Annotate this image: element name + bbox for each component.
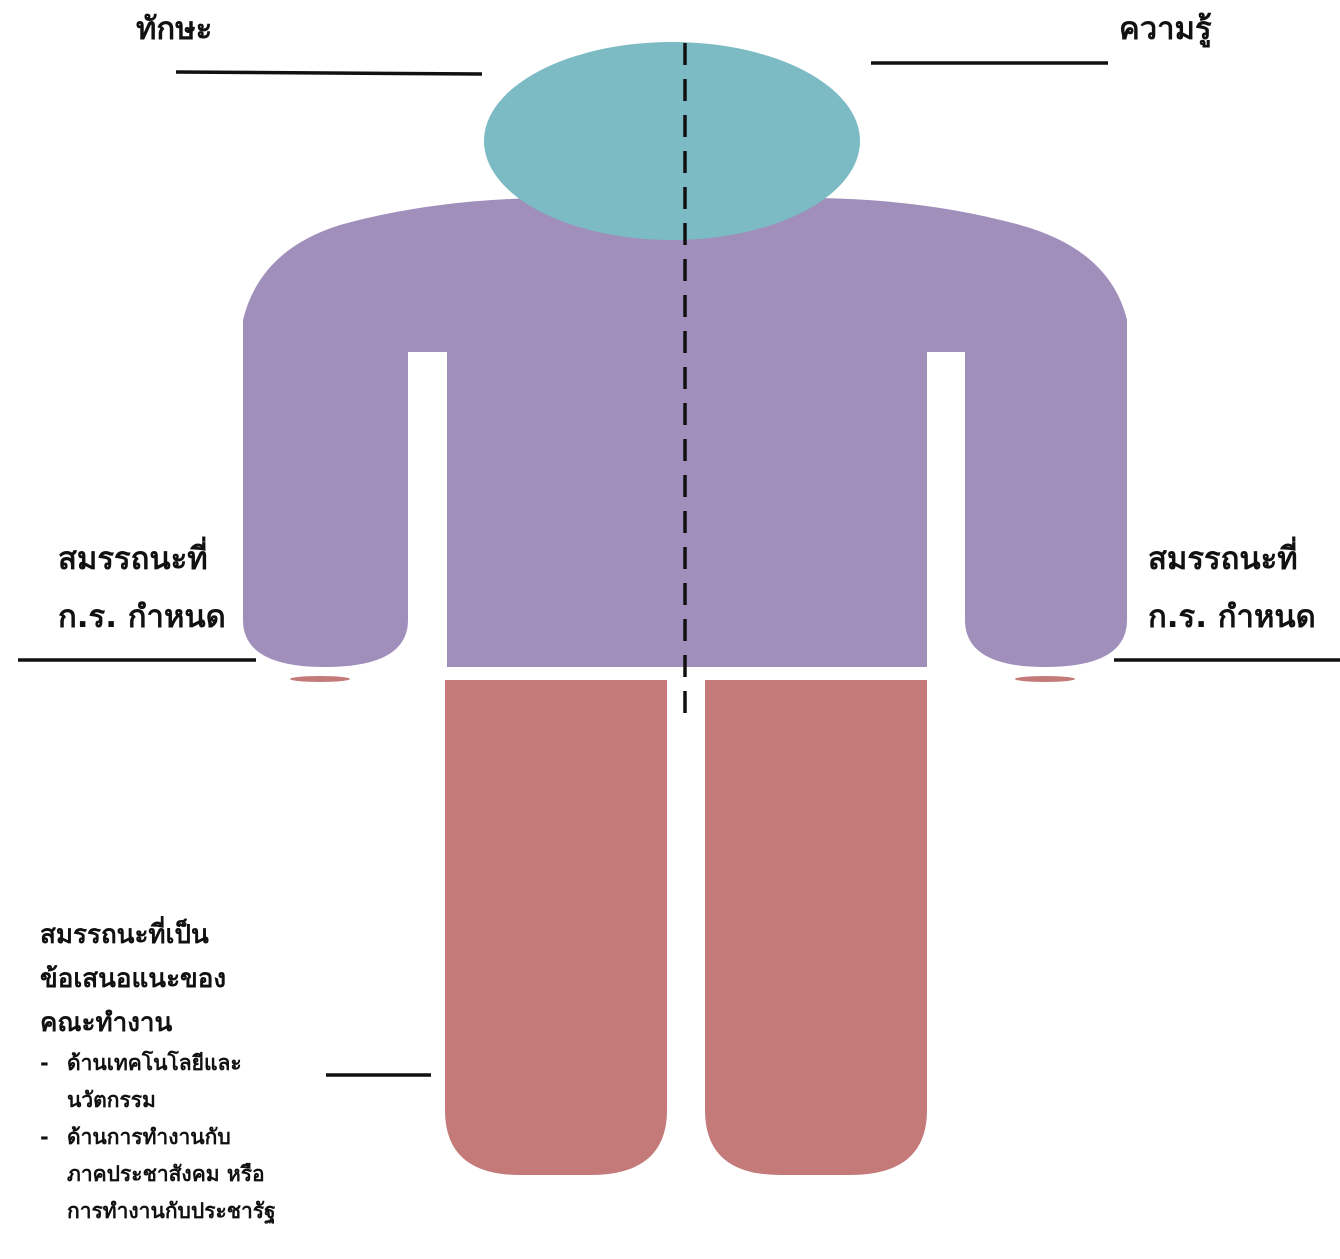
label-knowledge: ความรู้ <box>1119 14 1212 45</box>
left-leg <box>445 680 667 1175</box>
right-hand-accent <box>1015 676 1075 682</box>
bullet-text-line: ด้านเทคโนโลยีและ <box>67 1045 277 1082</box>
working-group-title-line-2: ข้อเสนอแนะของ <box>40 957 280 1001</box>
working-group-title-line-3: คณะทำงาน <box>40 1001 280 1045</box>
left-hand-accent <box>290 676 350 682</box>
bullet-marker: - <box>40 1045 49 1082</box>
bullet-text-line: ภาคประชาสังคม หรือ <box>67 1156 277 1193</box>
right-competency-line-1: สมรรถนะที่ <box>1148 530 1316 588</box>
right-leg <box>705 680 927 1175</box>
skill-pointer-line <box>176 72 482 74</box>
bullet-text-line: ด้านการทำงานกับ <box>67 1119 277 1156</box>
left-competency-line-2: ก.ร. กำหนด <box>58 588 226 646</box>
label-left-competency: สมรรถนะที่ ก.ร. กำหนด <box>58 530 226 646</box>
bullet-technology-innovation: - ด้านเทคโนโลยีและ นวัตกรรม <box>40 1045 280 1119</box>
working-group-bullet-list: - ด้านเทคโนโลยีและ นวัตกรรม - ด้านการทำง… <box>40 1045 280 1230</box>
bullet-text-line: การทำงานกับประชารัฐ <box>67 1193 277 1230</box>
bullet-text-line: นวัตกรรม <box>67 1082 277 1119</box>
right-competency-line-2: ก.ร. กำหนด <box>1148 588 1316 646</box>
bullet-civil-society: - ด้านการทำงานกับ ภาคประชาสังคม หรือ การ… <box>40 1119 280 1230</box>
bullet-marker: - <box>40 1119 49 1156</box>
label-skill: ทักษะ <box>136 14 212 45</box>
label-right-competency: สมรรถนะที่ ก.ร. กำหนด <box>1148 530 1316 646</box>
working-group-title-line-1: สมรรถนะที่เป็น <box>40 913 280 957</box>
left-competency-line-1: สมรรถนะที่ <box>58 530 226 588</box>
head <box>484 42 860 240</box>
label-working-group-competency: สมรรถนะที่เป็น ข้อเสนอแนะของ คณะทำงาน - … <box>40 913 280 1230</box>
